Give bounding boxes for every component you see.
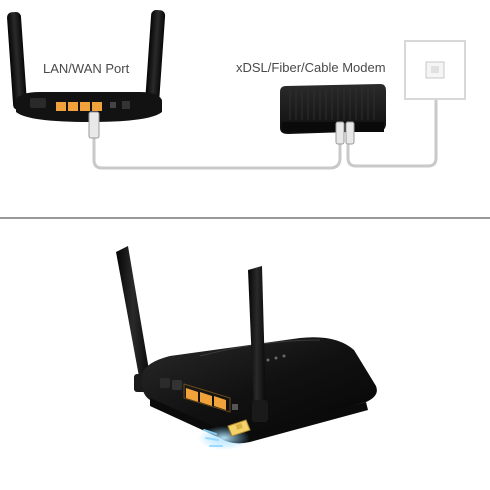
- router-back-view: [7, 9, 166, 139]
- bottom-panel: [116, 246, 377, 450]
- modem-device: [280, 84, 386, 145]
- lan-port: [56, 102, 66, 111]
- sim-card-icon: [198, 419, 251, 450]
- router-port-label: LAN/WAN Port: [43, 61, 130, 76]
- lan-ports: [183, 383, 231, 413]
- ethernet-plug-icon: [335, 121, 345, 145]
- ethernet-plug-icon: [88, 111, 100, 139]
- router-antenna-icon: [248, 266, 268, 422]
- lan-port: [80, 102, 90, 111]
- cable-modem-to-wall: [346, 78, 438, 168]
- router-antenna-icon: [145, 9, 166, 109]
- lan-port: [68, 102, 78, 111]
- top-panel: LAN/WAN Port xDSL/Fiber/Cable Modem: [7, 9, 466, 170]
- modem-label: xDSL/Fiber/Cable Modem: [236, 60, 386, 75]
- wall-socket-icon: [404, 40, 466, 100]
- cable-router-to-modem: [92, 136, 342, 170]
- lan-port: [92, 102, 102, 111]
- router-antenna-icon: [7, 11, 28, 111]
- ethernet-plug-icon: [345, 121, 355, 145]
